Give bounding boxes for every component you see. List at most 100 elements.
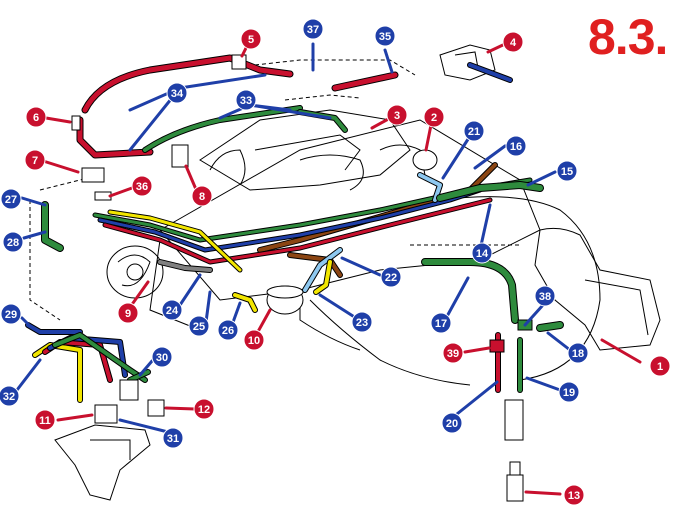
- callout-2: 2: [423, 106, 445, 128]
- callout-13: 13: [563, 484, 585, 506]
- callout-circle: [161, 299, 183, 321]
- callout-31: 31: [162, 427, 184, 449]
- callout-number: 18: [572, 348, 584, 360]
- callout-circle: [649, 355, 671, 377]
- callout-circle: [34, 409, 56, 431]
- callout-number: 9: [125, 308, 131, 320]
- callout-circle: [463, 120, 485, 142]
- callout-circle: [374, 25, 396, 47]
- callout-circle: [534, 285, 556, 307]
- callout-25: 25: [188, 315, 210, 337]
- callout-circle: [351, 311, 373, 333]
- callout-number: 17: [435, 318, 447, 330]
- callout-circle: [386, 104, 408, 126]
- callout-7: 7: [24, 149, 46, 171]
- callout-19: 19: [558, 381, 580, 403]
- callout-24: 24: [161, 299, 183, 321]
- callout-layer: 1234567891011121314151617181920212223242…: [0, 18, 671, 506]
- callout-34: 34: [166, 82, 188, 104]
- callout-number: 31: [167, 433, 179, 445]
- callout-37: 37: [302, 18, 324, 40]
- callout-circle: [441, 412, 463, 434]
- callout-17: 17: [430, 312, 452, 334]
- callout-number: 15: [561, 166, 573, 178]
- callout-circle: [166, 82, 188, 104]
- callout-number: 3: [394, 110, 400, 122]
- callout-number: 10: [248, 335, 260, 347]
- callout-number: 22: [385, 272, 397, 284]
- left-bundle-yellow: [32, 342, 83, 403]
- callout-circle: [188, 315, 210, 337]
- connector-39: [489, 339, 505, 353]
- fitting-6: [71, 115, 81, 131]
- callout-circle: [0, 188, 22, 210]
- callout-30: 30: [151, 346, 173, 368]
- callout-circle: [502, 31, 524, 53]
- callout-23: 23: [351, 311, 373, 333]
- callout-circle: [423, 106, 445, 128]
- callout-35: 35: [374, 25, 396, 47]
- callout-29: 29: [0, 303, 22, 325]
- callout-20: 20: [441, 412, 463, 434]
- callout-number: 23: [356, 317, 368, 329]
- callout-16: 16: [505, 135, 527, 157]
- callout-number: 11: [39, 415, 51, 427]
- filter-20: [504, 399, 524, 441]
- figure-title: 8.3.: [588, 9, 668, 65]
- callout-number: 7: [32, 155, 38, 167]
- callout-circle: [567, 342, 589, 364]
- callout-39: 39: [442, 342, 464, 364]
- callout-circle: [217, 319, 239, 341]
- callout-number: 33: [240, 95, 252, 107]
- callout-11: 11: [34, 409, 56, 431]
- callout-circle: [556, 160, 578, 182]
- callout-number: 36: [136, 181, 148, 193]
- callout-circle: [240, 28, 262, 50]
- callout-26: 26: [217, 319, 239, 341]
- callout-12: 12: [193, 398, 215, 420]
- valve-13: [506, 474, 524, 502]
- callout-circle: [302, 18, 324, 40]
- callout-number: 24: [166, 305, 179, 317]
- callout-circle: [558, 381, 580, 403]
- callout-number: 25: [193, 321, 205, 333]
- callout-circle: [193, 398, 215, 420]
- callout-6: 6: [25, 106, 47, 128]
- callout-circle: [162, 427, 184, 449]
- callout-number: 26: [222, 325, 234, 337]
- callout-circle: [151, 346, 173, 368]
- callout-8: 8: [191, 185, 213, 207]
- callout-circle: [131, 175, 153, 197]
- callout-21: 21: [463, 120, 485, 142]
- callout-number: 37: [307, 24, 319, 36]
- callout-circle: [442, 342, 464, 364]
- callout-circle: [0, 385, 20, 407]
- callout-number: 29: [5, 309, 17, 321]
- callout-number: 28: [7, 237, 19, 249]
- callout-number: 13: [568, 490, 580, 502]
- callout-22: 22: [380, 266, 402, 288]
- callout-circle: [25, 106, 47, 128]
- callout-18: 18: [567, 342, 589, 364]
- callout-circle: [243, 329, 265, 351]
- callout-circle: [380, 266, 402, 288]
- components: [71, 54, 533, 502]
- callout-circle: [0, 303, 22, 325]
- callout-3: 3: [386, 104, 408, 126]
- callout-5: 5: [240, 28, 262, 50]
- callout-number: 16: [510, 141, 522, 153]
- callout-circle: [2, 231, 24, 253]
- callout-number: 14: [476, 248, 489, 260]
- callout-number: 35: [379, 31, 391, 43]
- valve-7: [81, 167, 105, 183]
- callout-circle: [563, 484, 585, 506]
- callout-38: 38: [534, 285, 556, 307]
- green-hose-top: [142, 105, 303, 153]
- callout-number: 6: [33, 112, 39, 124]
- callout-circle: [430, 312, 452, 334]
- callout-circle: [191, 185, 213, 207]
- callout-number: 20: [446, 418, 458, 430]
- callout-36: 36: [131, 175, 153, 197]
